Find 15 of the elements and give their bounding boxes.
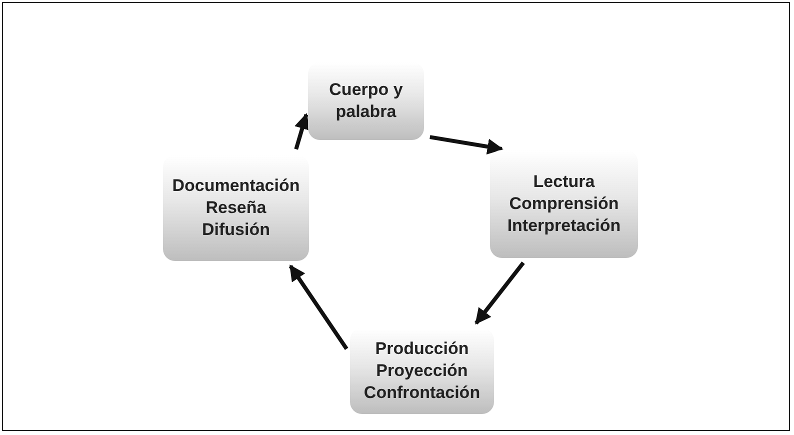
arrow (474, 262, 525, 325)
box-text: Difusión (202, 219, 270, 241)
box-text: Reseña (206, 197, 266, 219)
arrow (294, 113, 310, 150)
arrow (288, 264, 348, 350)
process-box (490, 150, 638, 258)
arrow (430, 135, 504, 155)
box-text: Proyección (376, 360, 468, 382)
box-text: Interpretación (507, 215, 621, 237)
box-text: Comprensión (509, 193, 619, 215)
box-text: Lectura (533, 171, 595, 193)
box-text: Confrontación (364, 382, 480, 404)
box-text: Cuerpo y palabra (328, 79, 404, 123)
box-text: Documentación (172, 175, 300, 197)
box-text: Producción (375, 338, 469, 360)
